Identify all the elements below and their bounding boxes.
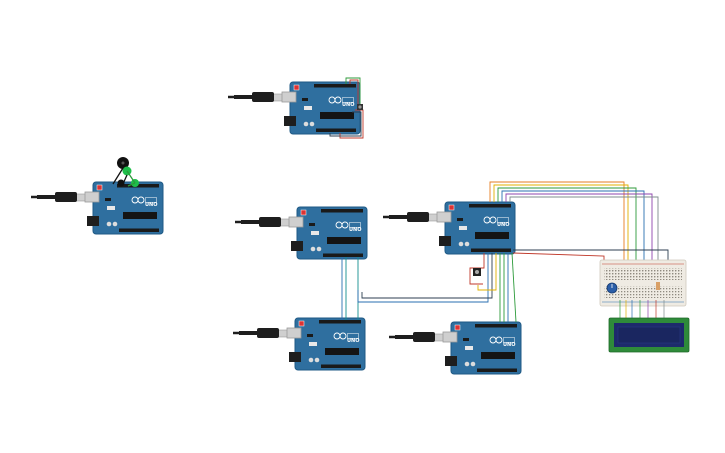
arduino-uno-board[interactable] — [288, 206, 368, 260]
arduino-board-d[interactable]: UNO — [231, 317, 366, 371]
board-label: UNO — [342, 102, 355, 108]
board-label: UNO — [349, 227, 362, 233]
usb-cable-icon — [381, 210, 443, 224]
arduino-uno-board[interactable] — [442, 321, 522, 375]
arduino-uno-board[interactable] — [286, 317, 366, 371]
breadboard-holes-top — [604, 268, 682, 280]
arduino-board-a[interactable]: UNO — [226, 81, 361, 135]
arduino-board-e[interactable]: UNO — [381, 201, 516, 255]
arduino-uno-board[interactable] — [84, 181, 164, 235]
usb-cable-icon — [29, 190, 91, 204]
usb-cable-icon — [231, 326, 293, 340]
usb-cable-icon — [226, 90, 288, 104]
board-label: UNO — [145, 202, 158, 208]
wires-board-b — [112, 167, 136, 187]
lcd-display[interactable] — [608, 317, 690, 353]
usb-cable-icon — [387, 330, 449, 344]
buzzer-icon[interactable] — [117, 157, 129, 169]
arduino-uno-board[interactable] — [436, 201, 516, 255]
pushbutton-icon[interactable] — [357, 104, 363, 110]
pushbutton-icon[interactable] — [473, 268, 481, 276]
resistor-icon — [656, 282, 660, 290]
potentiometer-icon[interactable] — [606, 282, 618, 294]
board-label: UNO — [497, 222, 510, 228]
board-label: UNO — [503, 342, 516, 348]
wires-network — [341, 181, 669, 323]
breadboard-holes-bottom — [604, 286, 682, 298]
arduino-board-b[interactable]: UNO — [29, 181, 164, 235]
arduino-board-c[interactable]: UNO — [233, 206, 368, 260]
usb-cable-icon — [233, 215, 295, 229]
arduino-uno-board[interactable] — [281, 81, 361, 135]
arduino-board-f[interactable]: UNO — [387, 321, 522, 375]
board-label: UNO — [347, 338, 360, 344]
wires-breadboard-lcd — [619, 300, 665, 318]
